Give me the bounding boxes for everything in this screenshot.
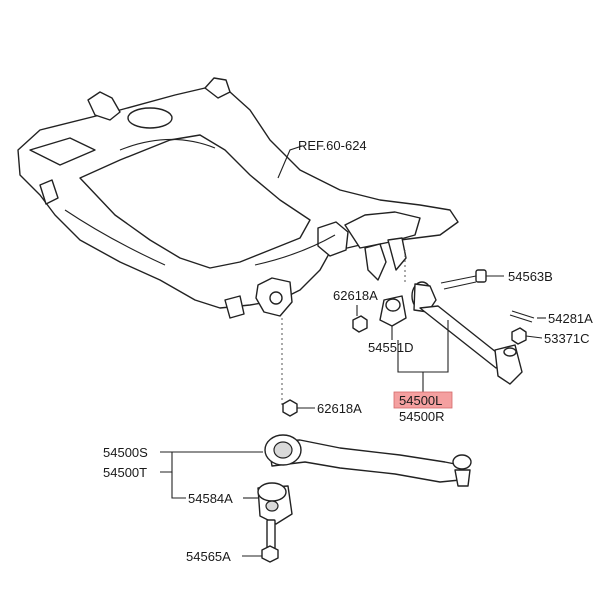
label-62618A-lower: 62618A	[317, 401, 362, 416]
label-54281A: 54281A	[548, 311, 593, 326]
label-54584A: 54584A	[188, 491, 233, 506]
label-54500R: 54500R	[399, 409, 445, 424]
label-54500S: 54500S	[103, 445, 148, 460]
label-54551D: 54551D	[368, 340, 414, 355]
label-62618A-upper: 62618A	[333, 288, 378, 303]
highlight-54500L	[393, 391, 453, 409]
bracket-54500S	[160, 451, 173, 473]
label-53371C: 53371C	[544, 331, 590, 346]
label-54500T: 54500T	[103, 465, 147, 480]
label-54500L[interactable]: 54500L	[399, 393, 442, 408]
ref-label: REF.60-624	[298, 138, 367, 153]
subframe	[17, 77, 459, 319]
label-54565A: 54565A	[186, 549, 231, 564]
ref-leader	[277, 145, 303, 179]
lower-control-arm	[257, 399, 472, 563]
tie-rod-assembly	[352, 269, 535, 385]
leader-54584A-a	[171, 472, 186, 499]
label-54563B: 54563B	[508, 269, 553, 284]
leader-53371C	[525, 335, 543, 339]
